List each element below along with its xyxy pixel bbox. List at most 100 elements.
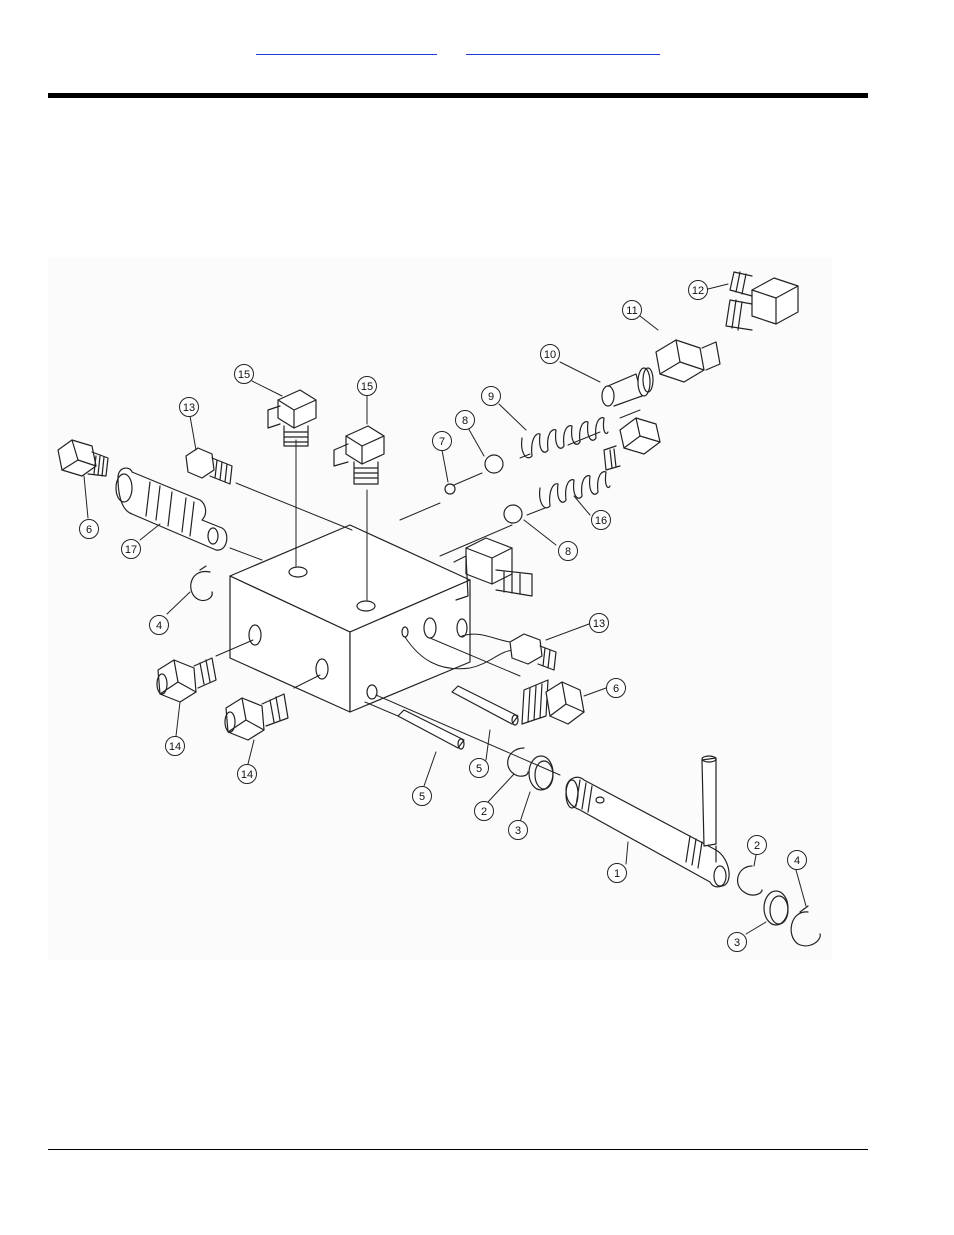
callout-c17: 17 bbox=[121, 539, 141, 559]
callout-circle bbox=[787, 850, 807, 870]
callout-circle bbox=[622, 300, 642, 320]
callout-circle bbox=[469, 758, 489, 778]
callout-c8b: 8 bbox=[558, 541, 578, 561]
callout-label: 3 bbox=[515, 825, 521, 837]
callout-label: 6 bbox=[86, 524, 92, 536]
callout-circle bbox=[412, 786, 432, 806]
shaft-1 bbox=[565, 755, 730, 888]
valve-block bbox=[229, 524, 471, 713]
callout-label: 8 bbox=[462, 415, 468, 427]
callout-circle bbox=[179, 397, 199, 417]
callout-circle bbox=[606, 678, 626, 698]
callout-c2b: 2 bbox=[747, 835, 767, 855]
callout-label: 16 bbox=[595, 515, 607, 527]
callout-c6a: 6 bbox=[79, 519, 99, 539]
header-link-1[interactable] bbox=[256, 40, 437, 55]
callout-c7: 7 bbox=[432, 431, 452, 451]
callout-label: 10 bbox=[544, 349, 556, 361]
callout-label: 14 bbox=[241, 769, 253, 781]
callout-c13b: 13 bbox=[589, 613, 609, 633]
callout-label: 13 bbox=[183, 402, 195, 414]
callout-label: 4 bbox=[794, 855, 800, 867]
callout-label: 15 bbox=[361, 381, 373, 393]
callout-c3b: 3 bbox=[727, 932, 747, 952]
snap-ring-4-left bbox=[190, 565, 213, 602]
callout-label: 9 bbox=[488, 391, 494, 403]
callout-label: 4 bbox=[156, 620, 162, 632]
callout-circle bbox=[747, 835, 767, 855]
callout-c4b: 4 bbox=[787, 850, 807, 870]
plug-6-right bbox=[521, 679, 585, 725]
ball-8-upper bbox=[484, 454, 504, 474]
callout-label: 11 bbox=[626, 305, 637, 317]
callout-circle bbox=[508, 820, 528, 840]
pin-5-left bbox=[397, 709, 465, 750]
header-link-2[interactable] bbox=[466, 40, 660, 55]
callout-circle bbox=[121, 539, 141, 559]
fitting-14-left bbox=[156, 657, 217, 703]
callout-circle bbox=[540, 344, 560, 364]
header-rule bbox=[48, 93, 868, 98]
elbow-block-right bbox=[453, 537, 533, 601]
callout-circle bbox=[234, 364, 254, 384]
elbow-12 bbox=[725, 271, 799, 331]
callout-circle bbox=[165, 736, 185, 756]
ball-8-lower bbox=[503, 504, 523, 524]
callout-c14b: 14 bbox=[237, 764, 257, 784]
elbow-15-left bbox=[267, 389, 317, 447]
callout-c5b: 5 bbox=[469, 758, 489, 778]
callout-c10: 10 bbox=[540, 344, 560, 364]
callout-c15b: 15 bbox=[357, 376, 377, 396]
poppet-10 bbox=[601, 367, 654, 407]
callout-circle bbox=[474, 801, 494, 821]
callout-label: 8 bbox=[565, 546, 571, 558]
spool-17 bbox=[115, 467, 228, 551]
elbow-15-right bbox=[333, 425, 385, 485]
callout-circle bbox=[607, 863, 627, 883]
callout-circle bbox=[455, 410, 475, 430]
callout-circle bbox=[481, 386, 501, 406]
callout-label: 15 bbox=[238, 369, 250, 381]
callout-circle bbox=[432, 431, 452, 451]
callout-circle bbox=[688, 280, 708, 300]
callout-c13a: 13 bbox=[179, 397, 199, 417]
callout-label: 14 bbox=[169, 741, 181, 753]
pin-5-right bbox=[451, 685, 519, 726]
callout-label: 12 bbox=[692, 285, 704, 297]
callout-label: 5 bbox=[476, 763, 482, 775]
callout-c1: 1 bbox=[607, 863, 627, 883]
spring-9 bbox=[521, 417, 609, 459]
callout-circle bbox=[79, 519, 99, 539]
ring-2-left bbox=[507, 747, 529, 777]
fitting-14-right bbox=[224, 693, 289, 741]
callout-c9: 9 bbox=[481, 386, 501, 406]
callout-circle bbox=[727, 932, 747, 952]
callout-c5a: 5 bbox=[412, 786, 432, 806]
callout-label: 2 bbox=[481, 806, 487, 818]
fitting-13-lower bbox=[509, 633, 557, 671]
callout-label: 7 bbox=[439, 436, 445, 448]
callout-circle bbox=[237, 764, 257, 784]
plug-6-left bbox=[57, 439, 109, 477]
callout-c8a: 8 bbox=[455, 410, 475, 430]
assembly-lines bbox=[215, 409, 641, 776]
callout-c12: 12 bbox=[688, 280, 708, 300]
callout-circle bbox=[357, 376, 377, 396]
callout-c4a: 4 bbox=[149, 615, 169, 635]
callout-c2a: 2 bbox=[474, 801, 494, 821]
snap-ring-4-right bbox=[790, 905, 821, 947]
callout-c14a: 14 bbox=[165, 736, 185, 756]
callout-c15a: 15 bbox=[234, 364, 254, 384]
plug-right-upper bbox=[603, 417, 661, 471]
spring-16 bbox=[539, 471, 611, 509]
nut-11 bbox=[655, 339, 721, 383]
callout-c6b: 6 bbox=[606, 678, 626, 698]
callout-label: 17 bbox=[125, 544, 137, 556]
callout-circle bbox=[558, 541, 578, 561]
leader-lines bbox=[83, 283, 807, 935]
ball-7 bbox=[444, 483, 456, 495]
fitting-13-upper bbox=[185, 447, 233, 485]
callout-label: 5 bbox=[419, 791, 425, 803]
callout-label: 2 bbox=[754, 840, 760, 852]
